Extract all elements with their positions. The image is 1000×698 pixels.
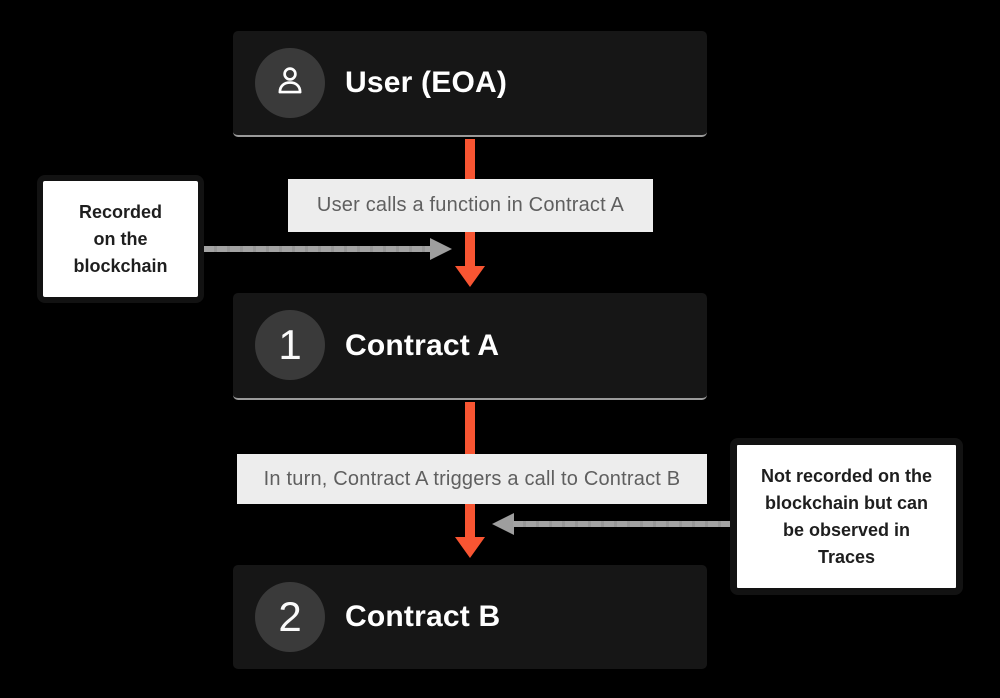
node-contract-b: 2 Contract B xyxy=(233,565,707,669)
callout-recorded-on-chain: Recorded on the blockchain xyxy=(37,175,204,303)
edge-label-2: In turn, Contract A triggers a call to C… xyxy=(237,454,707,504)
contract-a-badge: 1 xyxy=(255,310,325,380)
flow-arrow-2-stem-top xyxy=(465,402,475,454)
node-contract-a: 1 Contract A xyxy=(233,293,707,400)
gray-arrow-left-stem xyxy=(513,521,730,527)
flow-arrow-1-arrowhead-icon xyxy=(455,266,485,287)
callout-right-line-2: blockchain but can xyxy=(764,492,929,513)
flow-arrow-1-stem-top xyxy=(465,139,475,180)
gray-arrow-left-arrowhead-icon xyxy=(492,513,514,535)
gray-arrow-right-stem xyxy=(204,246,432,252)
edge-label-1: User calls a function in Contract A xyxy=(288,179,653,232)
callout-right-line-1: Not recorded on the xyxy=(760,465,932,486)
callout-left-line-2: on the xyxy=(93,228,148,249)
gray-arrow-right-arrowhead-icon xyxy=(430,238,452,260)
node-user-eoa: User (EOA) xyxy=(233,31,707,137)
user-badge xyxy=(255,48,325,118)
person-icon xyxy=(271,62,309,105)
flow-arrow-1-stem-bottom xyxy=(465,232,475,268)
badge-number-2: 2 xyxy=(278,593,302,640)
node-title-user: User (EOA) xyxy=(345,66,508,99)
node-title-contract-a: Contract A xyxy=(345,328,500,362)
callout-right-line-4: Traces xyxy=(817,546,876,567)
badge-number-1: 1 xyxy=(278,321,302,368)
flow-arrow-2-arrowhead-icon xyxy=(455,537,485,558)
node-title-contract-b: Contract B xyxy=(345,600,501,633)
contract-b-badge: 2 xyxy=(255,582,325,652)
callout-left-line-3: blockchain xyxy=(73,255,168,276)
callout-observed-in-traces: Not recorded on the blockchain but can b… xyxy=(730,438,963,595)
flow-arrow-2-stem-bottom xyxy=(465,504,475,538)
callout-left-line-1: Recorded xyxy=(78,201,163,222)
callout-right-line-3: be observed in xyxy=(782,519,911,540)
